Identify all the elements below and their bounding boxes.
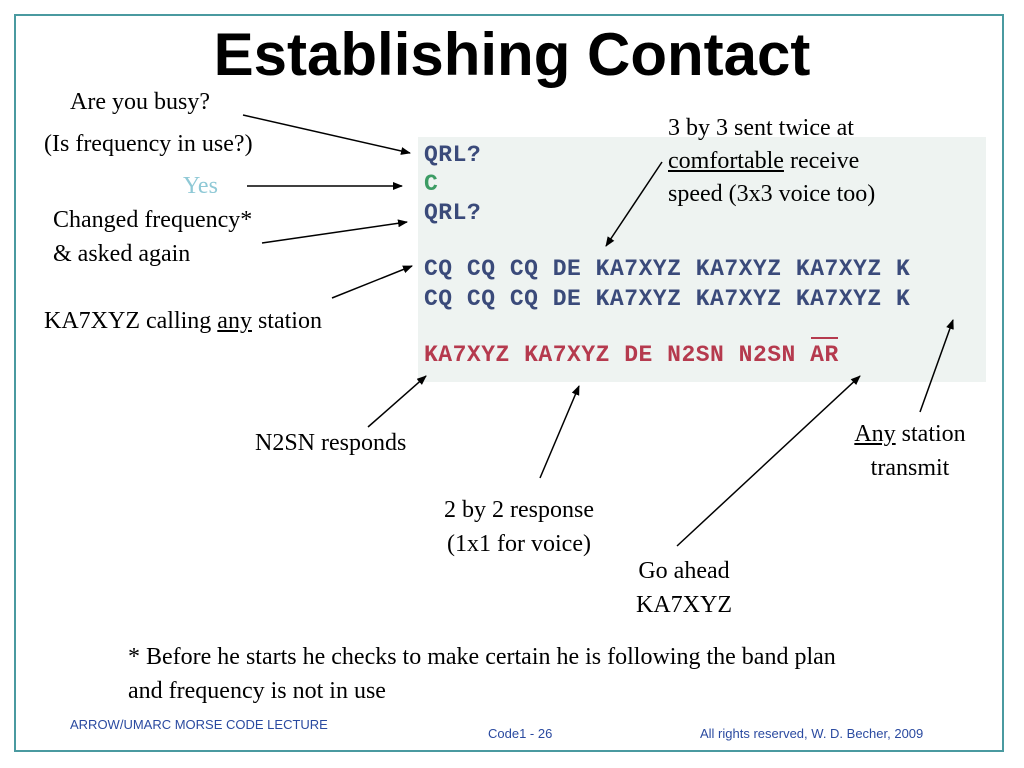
callsign-repeats: KA7XYZ KA7XYZ KA7XYZ K xyxy=(595,256,911,282)
slide-frame xyxy=(14,14,1004,752)
morse-transcript-panel xyxy=(418,137,986,382)
label-are-you-busy: Are you busy? xyxy=(70,89,210,115)
arrow-n2sn-to-response xyxy=(367,375,427,428)
label-go-ahead-callsign: KA7XYZ xyxy=(636,592,732,618)
label-transmit: transmit xyxy=(870,455,950,481)
cq-calls: CQ CQ CQ xyxy=(424,256,553,282)
label-changed-frequency: Changed frequency* xyxy=(53,207,253,233)
label-2by2-line2: (1x1 for voice) xyxy=(447,531,591,557)
label-yes: Yes xyxy=(183,173,218,199)
label-3by3-line2: comfortable receive xyxy=(668,148,860,174)
arrow-changed-to-qrl xyxy=(261,219,408,244)
arrow-goahead-to-ar xyxy=(676,375,861,547)
response-text: KA7XYZ KA7XYZ DE N2SN N2SN xyxy=(424,342,811,368)
arrow-anystation-to-k xyxy=(919,319,954,413)
label-asked-again: & asked again xyxy=(53,241,191,267)
label-is-frequency-in-use: (Is frequency in use?) xyxy=(44,131,253,157)
de-word: DE xyxy=(552,256,596,282)
arrow-2by2-to-response xyxy=(539,385,580,479)
ar-prosign: AR xyxy=(810,342,839,368)
footer-copyright: All rights reserved, W. D. Becher, 2009 xyxy=(700,726,924,741)
footnote: * Before he starts he checks to make cer… xyxy=(128,644,836,704)
label-calling-any-station: KA7XYZ calling any station xyxy=(44,308,322,334)
code-line-response: KA7XYZ KA7XYZ DE N2SN N2SN AR xyxy=(424,342,839,368)
label-any-station: Any station xyxy=(854,421,966,447)
code-line-qrl-1: QRL? xyxy=(424,142,482,168)
footer-lecture: ARROW/UMARC MORSE CODE LECTURE xyxy=(70,717,328,732)
arrow-calling-to-cq xyxy=(331,265,413,299)
footer-slide-number: Code1 - 26 xyxy=(488,726,553,741)
arrow-3by3-to-callsigns xyxy=(605,161,663,247)
code-line-cq-2: CQ CQ CQ DE KA7XYZ KA7XYZ KA7XYZ K xyxy=(424,286,911,312)
code-line-cq-1: CQ CQ CQ DE KA7XYZ KA7XYZ KA7XYZ K xyxy=(424,256,910,282)
label-go-ahead: Go ahead xyxy=(638,558,730,584)
slide-title: Establishing Contact xyxy=(213,21,811,88)
code-line-c: C xyxy=(424,171,439,197)
arrow-busy-to-qrl xyxy=(242,114,411,155)
label-2by2-line1: 2 by 2 response xyxy=(444,497,594,523)
label-3by3-line3: speed (3x3 voice too) xyxy=(668,181,876,207)
code-line-qrl-2: QRL? xyxy=(424,200,482,226)
label-3by3-line1: 3 by 3 sent twice at xyxy=(668,115,854,141)
label-n2sn-responds: N2SN responds xyxy=(255,430,407,456)
